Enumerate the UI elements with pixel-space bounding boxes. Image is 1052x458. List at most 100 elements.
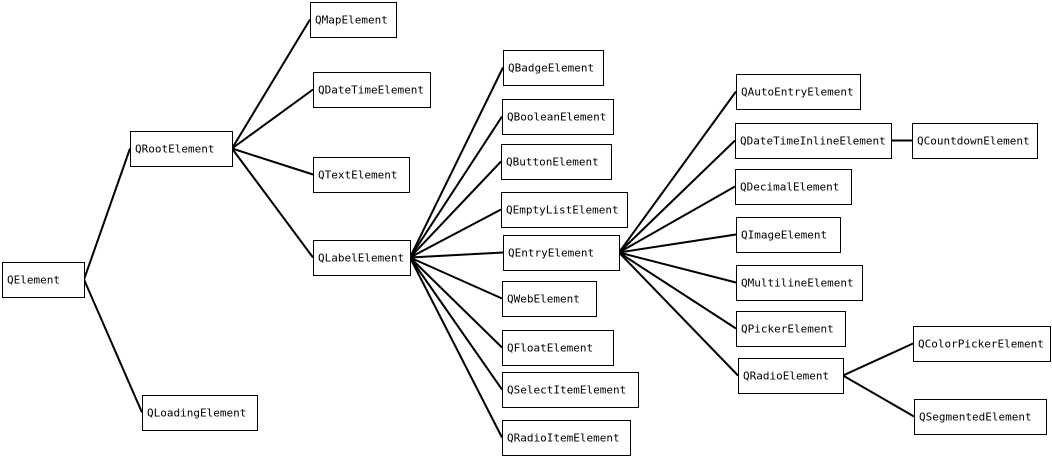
- node-qradioitemelement: QRadioItemElement: [502, 420, 631, 456]
- node-qelement: QElement: [2, 262, 85, 298]
- edge-qradioelement-to-qsegmentedelement: [842, 374, 915, 418]
- node-qmapelement: QMapElement: [310, 2, 397, 38]
- node-label-qbuttonelement: QButtonElement: [506, 156, 599, 169]
- node-box-qdatetimeelement: [313, 72, 431, 108]
- node-qdatetimeinlineelement: QDateTimeInlineElement: [735, 123, 892, 159]
- node-qlabelelement: QLabelElement: [313, 240, 411, 276]
- node-qmultilineelement: QMultilineElement: [736, 265, 863, 301]
- node-label-qentryelement: QEntryElement: [508, 247, 594, 260]
- node-qdecimalelement: QDecimalElement: [735, 169, 852, 205]
- node-label-qradioitemelement: QRadioItemElement: [507, 432, 620, 445]
- node-label-qmultilineelement: QMultilineElement: [741, 277, 854, 290]
- node-label-qdatetimeinlineelement: QDateTimeInlineElement: [740, 135, 886, 148]
- node-label-qcolorpickerelement: QColorPickerElement: [918, 338, 1044, 351]
- node-box-qsegmentedelement: [914, 399, 1047, 435]
- node-qautoentryelement: QAutoEntryElement: [736, 74, 861, 110]
- node-qdatetimeelement: QDateTimeElement: [313, 72, 431, 108]
- edge-qentryelement-to-qmultilineelement: [618, 251, 737, 284]
- node-label-qmapelement: QMapElement: [315, 14, 388, 27]
- edge-qlabelelement-to-qbooleanelement: [409, 115, 503, 259]
- edge-qelement-to-qrootelement: [83, 148, 131, 280]
- node-box-qloadingelement: [142, 395, 258, 431]
- node-qcolorpickerelement: QColorPickerElement: [913, 326, 1051, 362]
- node-label-qsegmentedelement: QSegmentedElement: [919, 411, 1032, 424]
- node-box-qimageelement: [736, 217, 841, 253]
- edge-qentryelement-to-qpickerelement: [618, 251, 737, 330]
- node-label-qloadingelement: QLoadingElement: [147, 407, 246, 420]
- node-qtextelement: QTextElement: [313, 157, 410, 193]
- edge-qentryelement-to-qradioelement: [618, 251, 739, 377]
- node-box-qcolorpickerelement: [913, 326, 1051, 362]
- node-box-qbuttonelement: [501, 144, 612, 180]
- node-label-qselectitemelement: QSelectItemElement: [507, 384, 626, 397]
- node-box-qmultilineelement: [736, 265, 863, 301]
- node-label-qautoentryelement: QAutoEntryElement: [741, 86, 854, 99]
- node-label-qdecimalelement: QDecimalElement: [740, 181, 839, 194]
- node-box-qpickerelement: [736, 311, 846, 347]
- node-box-qbadgeelement: [503, 50, 604, 86]
- node-label-qelement: QElement: [7, 274, 60, 287]
- node-label-qemptylistelement: QEmptyListElement: [506, 204, 619, 217]
- node-qsegmentedelement: QSegmentedElement: [914, 399, 1047, 435]
- node-qbooleanelement: QBooleanElement: [502, 99, 614, 135]
- node-qbuttonelement: QButtonElement: [501, 144, 612, 180]
- edge-qlabelelement-to-qemptylistelement: [409, 208, 502, 259]
- node-box-qautoentryelement: [736, 74, 861, 110]
- edge-qlabelelement-to-qwebelement: [409, 256, 503, 300]
- edge-qrootelement-to-qlabelelement: [231, 147, 314, 259]
- node-qemptylistelement: QEmptyListElement: [501, 192, 628, 228]
- node-label-qrootelement: QRootElement: [135, 143, 214, 156]
- edge-qlabelelement-to-qradioitemelement: [409, 257, 503, 438]
- node-label-qlabelelement: QLabelElement: [318, 252, 404, 265]
- edge-qlabelelement-to-qselectitemelement: [409, 256, 503, 391]
- node-label-qradioelement: QRadioElement: [743, 370, 829, 383]
- node-label-qimageelement: QImageElement: [741, 229, 827, 242]
- edge-qentryelement-to-qimageelement: [618, 233, 737, 254]
- edge-qentryelement-to-qdecimalelement: [618, 185, 736, 254]
- node-box-qmapelement: [310, 2, 397, 38]
- node-qwebelement: QWebElement: [502, 281, 597, 317]
- node-qcountdownelement: QCountdownElement: [912, 123, 1038, 159]
- node-qentryelement: QEntryElement: [503, 235, 620, 271]
- node-box-qlabelelement: [313, 240, 411, 276]
- edge-qentryelement-to-qautoentryelement: [618, 90, 737, 254]
- edges-layer: [83, 18, 915, 438]
- node-box-qemptylistelement: [501, 192, 628, 228]
- node-box-qdecimalelement: [735, 169, 852, 205]
- node-box-qwebelement: [502, 281, 597, 317]
- edge-qlabelelement-to-qfloatelement: [409, 256, 503, 349]
- node-box-qentryelement: [503, 235, 620, 271]
- node-label-qfloatelement: QFloatElement: [507, 342, 593, 355]
- edge-qlabelelement-to-qbadgeelement: [409, 67, 504, 258]
- edge-qrootelement-to-qmapelement: [231, 18, 311, 150]
- node-qradioelement: QRadioElement: [738, 358, 844, 394]
- node-box-qrootelement: [130, 131, 233, 167]
- edge-qradioelement-to-qcolorpickerelement: [842, 342, 914, 377]
- edge-qrootelement-to-qdatetimeelement: [231, 88, 314, 150]
- node-qimageelement: QImageElement: [736, 217, 841, 253]
- node-box-qselectitemelement: [502, 372, 639, 408]
- node-qbadgeelement: QBadgeElement: [503, 50, 604, 86]
- node-label-qpickerelement: QPickerElement: [741, 323, 834, 336]
- node-qpickerelement: QPickerElement: [736, 311, 846, 347]
- node-box-qtextelement: [313, 157, 410, 193]
- node-box-qcountdownelement: [912, 123, 1038, 159]
- node-qloadingelement: QLoadingElement: [142, 395, 258, 431]
- node-box-qfloatelement: [502, 330, 614, 366]
- node-box-qradioitemelement: [502, 420, 631, 456]
- node-box-qradioelement: [738, 358, 844, 394]
- node-qrootelement: QRootElement: [130, 131, 233, 167]
- node-box-qdatetimeinlineelement: [735, 123, 892, 159]
- edge-qlabelelement-to-qbuttonelement: [409, 160, 502, 259]
- node-label-qwebelement: QWebElement: [507, 293, 580, 306]
- node-label-qdatetimeelement: QDateTimeElement: [318, 84, 424, 97]
- node-label-qbooleanelement: QBooleanElement: [507, 111, 606, 124]
- node-label-qbadgeelement: QBadgeElement: [508, 62, 594, 75]
- edge-qelement-to-qloadingelement: [83, 279, 143, 413]
- edge-qlabelelement-to-qentryelement: [409, 251, 504, 259]
- node-qselectitemelement: QSelectItemElement: [502, 372, 639, 408]
- node-label-qtextelement: QTextElement: [318, 169, 397, 182]
- node-box-qbooleanelement: [502, 99, 614, 135]
